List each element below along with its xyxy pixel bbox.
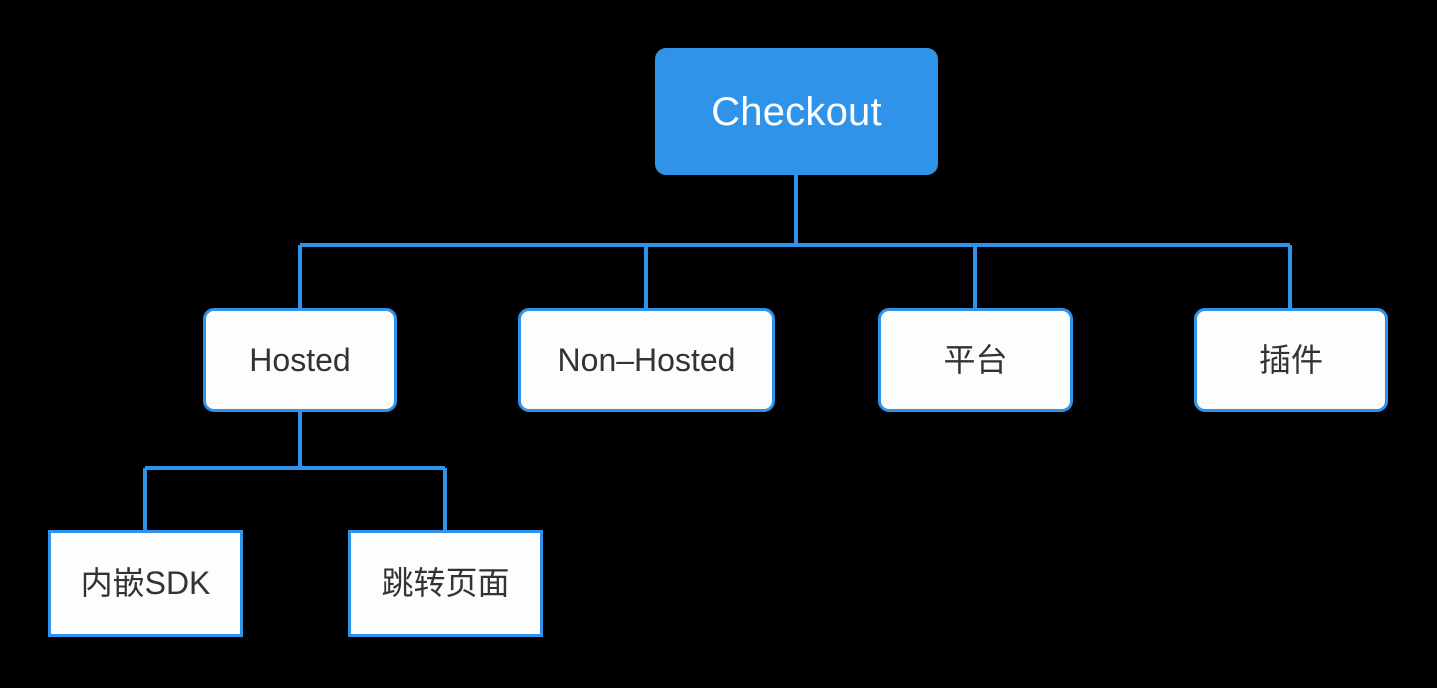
node-platform[interactable]: 平台 — [878, 308, 1073, 412]
node-hosted-label: Hosted — [249, 341, 351, 378]
node-embedded-sdk[interactable]: 内嵌SDK — [48, 530, 243, 637]
node-redirect-page-label: 跳转页面 — [381, 565, 510, 602]
node-non-hosted[interactable]: Non–Hosted — [518, 308, 775, 412]
node-non-hosted-label: Non–Hosted — [557, 341, 736, 378]
node-hosted[interactable]: Hosted — [203, 308, 397, 412]
node-plugin[interactable]: 插件 — [1194, 308, 1388, 412]
node-checkout[interactable]: Checkout — [655, 48, 938, 175]
node-embedded-sdk-label: 内嵌SDK — [80, 565, 211, 602]
node-checkout-label: Checkout — [711, 89, 882, 134]
node-plugin-label: 插件 — [1258, 341, 1323, 378]
node-platform-label: 平台 — [943, 341, 1008, 378]
node-redirect-page[interactable]: 跳转页面 — [348, 530, 543, 637]
